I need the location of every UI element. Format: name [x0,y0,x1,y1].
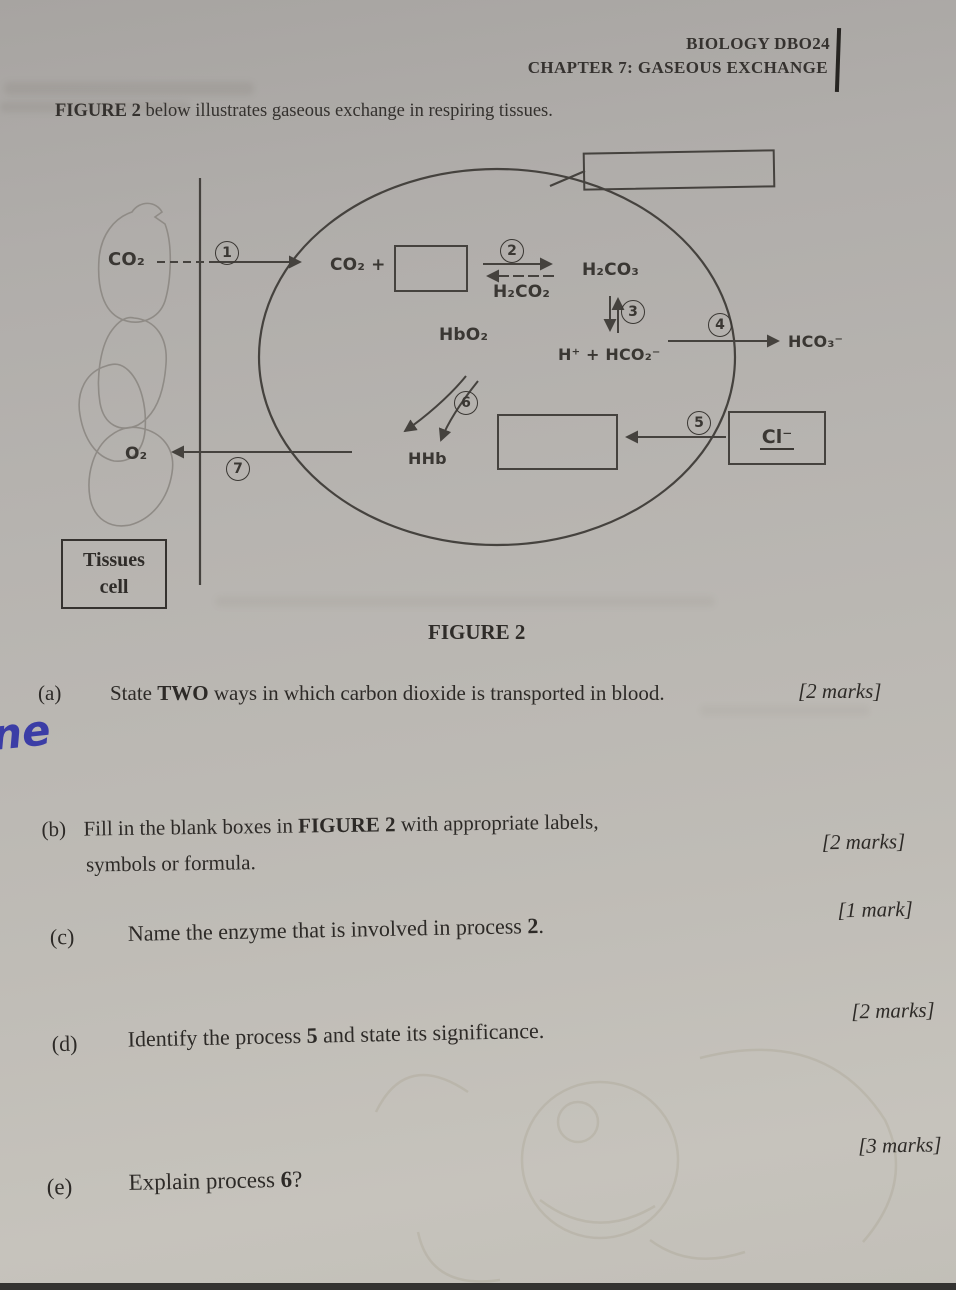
question-b-pre: Fill in the blank boxes in [83,813,299,841]
question-e-post: ? [291,1166,303,1192]
question-e-bold: 6 [280,1166,293,1193]
question-c-post: . [538,912,545,939]
question-c-number: (c) [49,923,75,950]
tissues-cell-box: Tissues cell [61,539,167,609]
blank-box-middle [394,245,468,292]
figure-intro-rest: below illustrates gaseous exchange in re… [140,101,553,121]
figure-intro-bold: FIGURE 2 [55,101,141,121]
chloride-label: Cl⁻ [759,426,795,450]
cell-outline [198,167,737,585]
step-4-badge: 4 [708,313,732,337]
question-b-line2: symbols or formula. [85,850,256,877]
question-c-bold: 2 [527,913,539,939]
tissues-cell-line1: Tissues [83,549,145,571]
step-5-badge: 5 [687,411,711,435]
question-a-pre: State [110,681,158,705]
step-6-badge: 6 [454,391,478,415]
h2co2-label: H₂CO₂ [493,282,551,302]
h-plus-hco2-label: H⁺ + HCO₂⁻ [558,345,661,364]
hbo2-label: HbO₂ [439,325,489,345]
scan-bottom-edge [0,1283,956,1290]
question-e-text: Explain process 6? [128,1167,302,1196]
o2-label: O₂ [125,444,148,464]
question-b-bold: FIGURE 2 [297,812,396,838]
question-e-block: (e) Explain process 6? [3 marks] [0,0,956,1199]
step-1-badge: 1 [215,241,239,265]
question-c-marks: [1 mark] [837,896,914,923]
tissues-cell-line2: cell [99,576,129,598]
step-3-badge: 3 [621,300,645,324]
figure-caption: FIGURE 2 [428,620,526,644]
step-2-badge: 2 [500,239,524,263]
step-7-badge: 7 [226,457,250,481]
ghost-text-smudge [700,705,870,716]
question-e-number: (e) [46,1174,73,1200]
question-e-marks: [3 marks] [857,1132,942,1158]
question-b-block: (b) Fill in the blank boxes in FIGURE 2 … [0,0,956,876]
blank-box-bottom [497,414,618,470]
question-d-text: Identify the process 5 and state its sig… [127,1018,544,1053]
question-a-number: (a) [38,681,62,705]
question-b-number: (b) [41,816,67,842]
question-d-pre: Identify the process [127,1022,307,1052]
figure-intro-text: FIGURE 2 below illustrates gaseous excha… [55,101,553,122]
hhb-label: HHb [408,449,447,468]
header-chapter-title: CHAPTER 7: GASEOUS EXCHANGE [527,58,828,77]
question-b-text: Fill in the blank boxes in FIGURE 2 with… [83,809,598,841]
question-e-pre: Explain process [128,1167,281,1195]
question-d-block: (d) Identify the process 5 and state its… [0,0,956,1056]
question-a-post: ways in which carbon dioxide is transpor… [208,681,665,705]
question-b-marks: [2 marks] [821,829,906,855]
header-course-code: BIOLOGY DBO24 [686,34,830,53]
handwritten-annotation: ne [0,705,53,760]
hco3-label: HCO₃⁻ [788,332,844,351]
header-divider-bar [834,27,842,93]
question-d-bold: 5 [306,1022,318,1048]
co2-plus-label: CO₂ + [330,255,386,275]
ghost-text-smudge [4,82,254,95]
question-c-pre: Name the enzyme that is involved in proc… [127,913,528,946]
question-c-text: Name the enzyme that is involved in proc… [128,913,544,947]
blank-box-top [582,149,776,191]
ghost-text-smudge [215,596,715,607]
ghost-text-smudge [0,102,190,112]
question-a-marks: [2 marks] [798,679,882,703]
question-d-marks: [2 marks] [851,997,935,1024]
question-a-text: State TWO ways in which carbon dioxide i… [110,681,665,706]
h2co3-label: H₂CO₃ [582,260,640,280]
question-b-post: with appropriate labels, [395,809,599,837]
question-d-post: and state its significance. [317,1017,545,1048]
question-d-number: (d) [51,1030,78,1057]
bleedthrough-doodle [374,1048,898,1283]
co2-tissue-label: CO₂ [108,249,145,270]
question-a-bold: TWO [157,681,209,705]
chloride-box: Cl⁻ [728,411,826,465]
question-c-block: (c) Name the enzyme that is involved in … [0,0,956,950]
